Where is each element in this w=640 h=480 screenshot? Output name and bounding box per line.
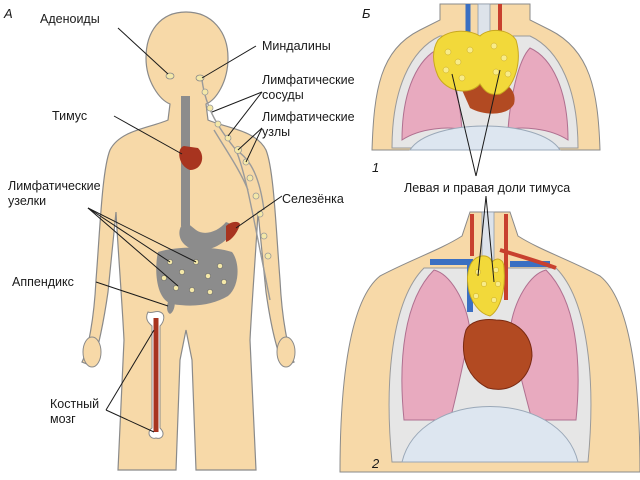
label-appendix: Аппендикс bbox=[12, 275, 74, 289]
appendix-organ bbox=[167, 298, 175, 314]
panel-a-leader-lines bbox=[87, 27, 283, 433]
label-adenoids: Аденоиды bbox=[40, 12, 100, 26]
stomach-organ bbox=[179, 222, 236, 251]
spleen-organ bbox=[226, 221, 240, 242]
thymus-lobes-1 bbox=[433, 30, 519, 95]
label-bone-marrow: Костный мозг bbox=[50, 397, 103, 426]
thymus-lobules-1 bbox=[442, 42, 512, 82]
view-2-number: 2 bbox=[371, 456, 380, 471]
label-thymus: Тимус bbox=[52, 109, 87, 123]
thymus-caption-leader-lines bbox=[451, 69, 501, 283]
right-hand bbox=[276, 336, 296, 368]
lymph-node-dots bbox=[201, 88, 272, 260]
thymus-lobules-2 bbox=[473, 267, 501, 303]
label-lymph-nodules: Лимфатические узелки bbox=[8, 179, 104, 208]
adenoids-organ bbox=[165, 72, 175, 80]
label-tonsils: Миндалины bbox=[262, 39, 331, 53]
tonsils-organ bbox=[195, 74, 205, 82]
lymph-nodules-dots bbox=[161, 259, 227, 295]
heart-2 bbox=[463, 319, 533, 390]
bone-marrow-organ bbox=[153, 318, 159, 432]
left-hand bbox=[82, 336, 102, 368]
view-1-number: 1 bbox=[372, 160, 379, 175]
intestines bbox=[156, 247, 238, 306]
vessel-red-right-2 bbox=[499, 214, 557, 300]
right-lung-1 bbox=[507, 47, 569, 141]
panel-b-view-2: 2 bbox=[339, 211, 640, 473]
label-spleen: Селезёнка bbox=[282, 192, 344, 206]
panel-b-view-1: 1 bbox=[371, 3, 601, 175]
left-lung-2 bbox=[401, 269, 471, 421]
panel-a: А Аденоиды Миндалины Лимфатические сосуд… bbox=[3, 6, 358, 471]
panel-b-tag: Б bbox=[362, 6, 371, 21]
panel-a-tag: А bbox=[3, 6, 13, 21]
thymus-lobes-caption: Левая и правая доли тимуса bbox=[404, 181, 570, 195]
label-lymph-nodes: Лимфатические узлы bbox=[262, 110, 358, 139]
thymus-organ bbox=[179, 146, 203, 170]
diaphragm-2 bbox=[401, 406, 579, 463]
label-lymph-vessels: Лимфатические сосуды bbox=[262, 73, 358, 102]
